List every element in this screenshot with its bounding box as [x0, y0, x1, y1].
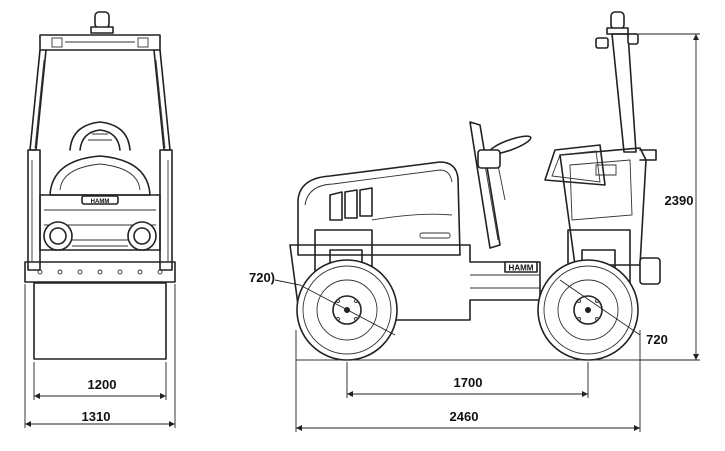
rear-drum-diameter-label: 720	[646, 332, 668, 347]
front-view: HAMM	[24, 11, 176, 428]
front-crossbar	[24, 261, 176, 283]
side-beacon-icon	[610, 11, 625, 30]
overall-width-label: 1310	[82, 409, 111, 424]
drum-width-label: 1200	[88, 377, 117, 392]
front-hood: HAMM	[49, 155, 151, 205]
front-beacon-icon	[90, 11, 114, 34]
front-operator-area	[69, 121, 131, 151]
side-rops-post	[595, 11, 639, 153]
side-rear-frame	[559, 147, 661, 285]
side-dimensions	[295, 33, 700, 432]
side-seat	[544, 144, 606, 186]
front-drum	[33, 282, 167, 360]
wheelbase-label: 1700	[454, 375, 483, 390]
side-view: HAMM	[249, 11, 700, 432]
side-front-drum	[296, 229, 398, 361]
side-diameter-leaders	[274, 279, 641, 336]
front-dimensions	[24, 284, 176, 428]
side-plate-label: HAMM	[509, 264, 534, 273]
front-badge: HAMM	[91, 199, 110, 205]
side-plate	[504, 261, 538, 273]
front-drum-diameter-label: 720)	[249, 270, 275, 285]
overall-length-label: 2460	[450, 409, 479, 424]
front-headlights	[43, 221, 157, 251]
side-hood	[297, 161, 461, 256]
side-steering	[469, 121, 532, 249]
front-rops-frame	[29, 34, 171, 151]
side-rear-drum	[537, 229, 639, 361]
overall-height-label: 2390	[665, 193, 694, 208]
front-frame-body	[27, 149, 173, 271]
